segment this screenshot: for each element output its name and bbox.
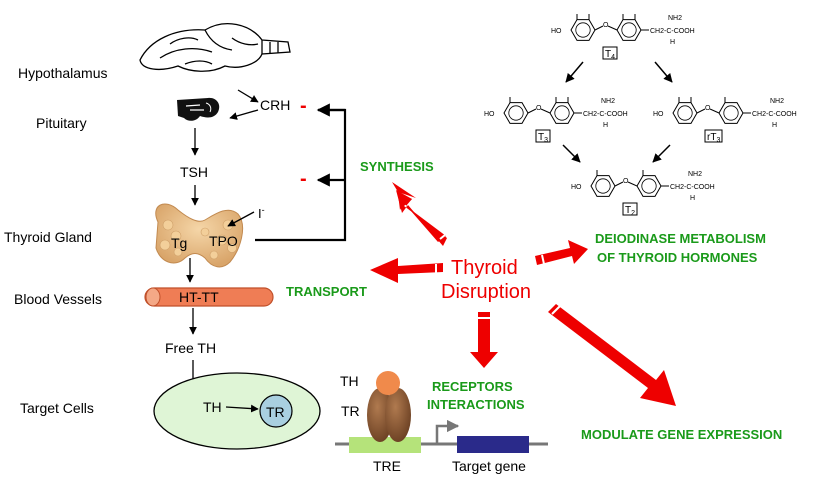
svg-text:CH2-C-COOH: CH2-C-COOH bbox=[583, 111, 628, 118]
arrow-to-transport bbox=[370, 258, 443, 283]
nucleus-tr bbox=[259, 394, 293, 428]
svg-text:NH2: NH2 bbox=[601, 98, 615, 105]
svg-text:H: H bbox=[603, 122, 608, 129]
mechanism-transport: TRANSPORT bbox=[286, 284, 367, 299]
center-label-line1: Thyroid bbox=[451, 257, 518, 279]
gene-tr-label: TR bbox=[341, 403, 360, 419]
level-label-blood-vessels: Blood Vessels bbox=[14, 291, 102, 307]
tre-label: TRE bbox=[373, 458, 401, 474]
svg-text:H: H bbox=[670, 39, 675, 46]
receptor-left-subunit bbox=[367, 388, 393, 442]
svg-text:HO: HO bbox=[484, 111, 495, 118]
mechanism-deiodinase-line1: DEIODINASE METABOLISM bbox=[595, 231, 766, 246]
molecule-rt3-label: rT3 bbox=[707, 132, 720, 144]
svg-text:NH2: NH2 bbox=[688, 171, 702, 178]
target-gene-label: Target gene bbox=[452, 458, 526, 474]
arrow-t3-to-t2 bbox=[562, 144, 581, 163]
mechanism-receptors-line1: RECEPTORS bbox=[432, 379, 513, 394]
svg-text:O: O bbox=[536, 105, 542, 112]
level-label-hypothalamus: Hypothalamus bbox=[18, 65, 108, 81]
svg-text:CH2-C-COOH: CH2-C-COOH bbox=[650, 28, 695, 35]
hormone-ball bbox=[376, 371, 400, 395]
receptor-right-subunit bbox=[385, 388, 411, 442]
mechanism-gene-expression: MODULATE GENE EXPRESSION bbox=[581, 427, 782, 442]
arrow-to-gene-expression bbox=[548, 304, 676, 406]
arrow-rt3-to-t2 bbox=[652, 144, 671, 163]
tsh-label: TSH bbox=[180, 164, 208, 180]
svg-text:NH2: NH2 bbox=[668, 15, 682, 22]
arrow-to-deiodinase bbox=[535, 240, 588, 265]
blood-vessel-illustration bbox=[144, 287, 274, 307]
arrow-th-to-tr bbox=[225, 404, 259, 413]
molecule-t4-label: T4 bbox=[605, 49, 615, 61]
mechanism-synthesis: SYNTHESIS bbox=[360, 159, 434, 174]
svg-text:HO: HO bbox=[653, 111, 664, 118]
feedback-minus-crh: - bbox=[300, 95, 307, 117]
molecule-t2-label: T2 bbox=[625, 205, 635, 217]
center-label-line2: Disruption bbox=[441, 281, 531, 303]
transport-protein-label: HT-TT bbox=[179, 289, 219, 305]
crh-label: CRH bbox=[260, 97, 290, 113]
svg-text:H: H bbox=[690, 195, 695, 202]
svg-text:O: O bbox=[603, 22, 609, 29]
pituitary-illustration bbox=[177, 97, 220, 121]
feedback-minus-tsh: - bbox=[300, 168, 307, 190]
arrow-t4-to-t3 bbox=[565, 61, 584, 83]
svg-text:CH2-C-COOH: CH2-C-COOH bbox=[752, 111, 797, 118]
arrow-hypothalamus-to-crh bbox=[237, 89, 259, 103]
arrow-t4-to-rt3 bbox=[654, 61, 673, 83]
gene-th-label: TH bbox=[340, 373, 359, 389]
svg-text:O: O bbox=[623, 178, 629, 185]
arrow-crh-to-pituitary bbox=[229, 109, 259, 120]
svg-text:HO: HO bbox=[551, 28, 562, 35]
arrow-to-synthesis bbox=[392, 182, 447, 246]
target-cell bbox=[153, 372, 321, 450]
level-label-thyroid-gland: Thyroid Gland bbox=[4, 229, 92, 245]
arrow-iodide-to-thyroid bbox=[227, 211, 255, 227]
mechanism-deiodinase-line2: OF THYROID HORMONES bbox=[597, 250, 758, 265]
svg-text:NH2: NH2 bbox=[770, 98, 784, 105]
cell-tr-label: TR bbox=[266, 404, 285, 420]
level-label-pituitary: Pituitary bbox=[36, 115, 87, 131]
tg-label: Tg bbox=[171, 235, 187, 251]
free-th-label: Free TH bbox=[165, 340, 216, 356]
transcription-start-arrow bbox=[435, 419, 460, 444]
hormone-structures: HOOCH2-C-COOHNH2HT4HOOCH2-C-COOHNH2HT3HO… bbox=[484, 14, 797, 217]
arrow-to-receptors bbox=[470, 312, 498, 368]
target-gene-box bbox=[457, 436, 529, 453]
disruption-arrows bbox=[370, 182, 676, 406]
svg-text:HO: HO bbox=[571, 184, 582, 191]
level-label-target-cells: Target Cells bbox=[20, 400, 94, 416]
tpo-label: TPO bbox=[209, 233, 238, 249]
molecule-t3-label: T3 bbox=[538, 132, 548, 144]
tre-box bbox=[349, 437, 421, 453]
brain-illustration bbox=[139, 23, 291, 72]
svg-text:O: O bbox=[705, 105, 711, 112]
mechanism-receptors-line2: INTERACTIONS bbox=[427, 397, 525, 412]
cell-th-label: TH bbox=[203, 399, 222, 415]
svg-text:CH2-C-COOH: CH2-C-COOH bbox=[670, 184, 715, 191]
arrow-tail-stripes bbox=[435, 234, 561, 319]
iodide-label: I- bbox=[258, 205, 265, 221]
svg-text:H: H bbox=[772, 122, 777, 129]
